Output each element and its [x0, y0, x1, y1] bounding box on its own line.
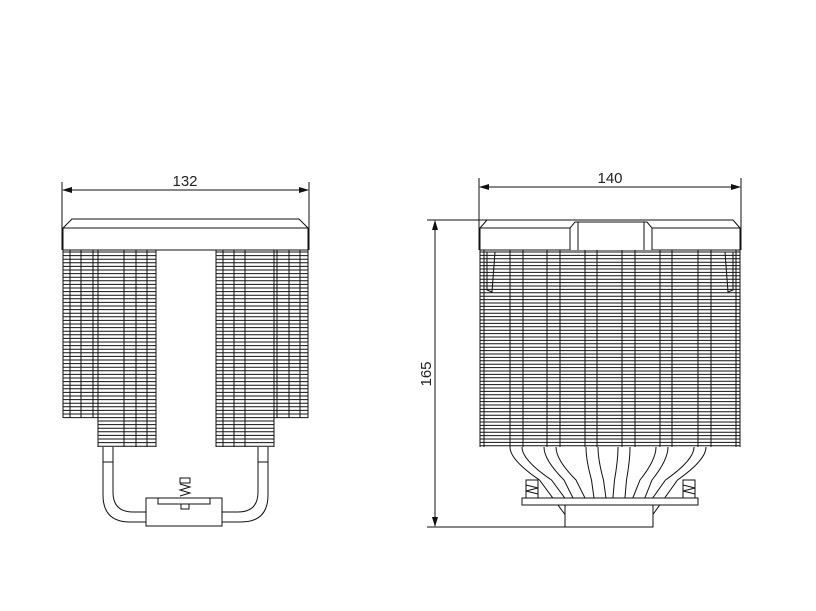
- fan-cap-side: [62, 218, 309, 251]
- side-view: 132: [61, 173, 310, 527]
- width-dimension-front: 140: [478, 170, 742, 250]
- side-fin-stacks: [62, 250, 309, 447]
- dimension-label-132: 132: [172, 173, 197, 190]
- front-fin-stack: [479, 250, 741, 447]
- width-dimension-side: 132: [61, 173, 310, 250]
- front-view: 140 165: [418, 170, 742, 528]
- front-base: [521, 479, 699, 528]
- side-base-block: [145, 477, 223, 527]
- fan-clips: [486, 251, 734, 293]
- side-heatpipes: [102, 447, 269, 523]
- dimension-label-165: 165: [418, 361, 435, 386]
- dimension-label-140: 140: [597, 170, 622, 187]
